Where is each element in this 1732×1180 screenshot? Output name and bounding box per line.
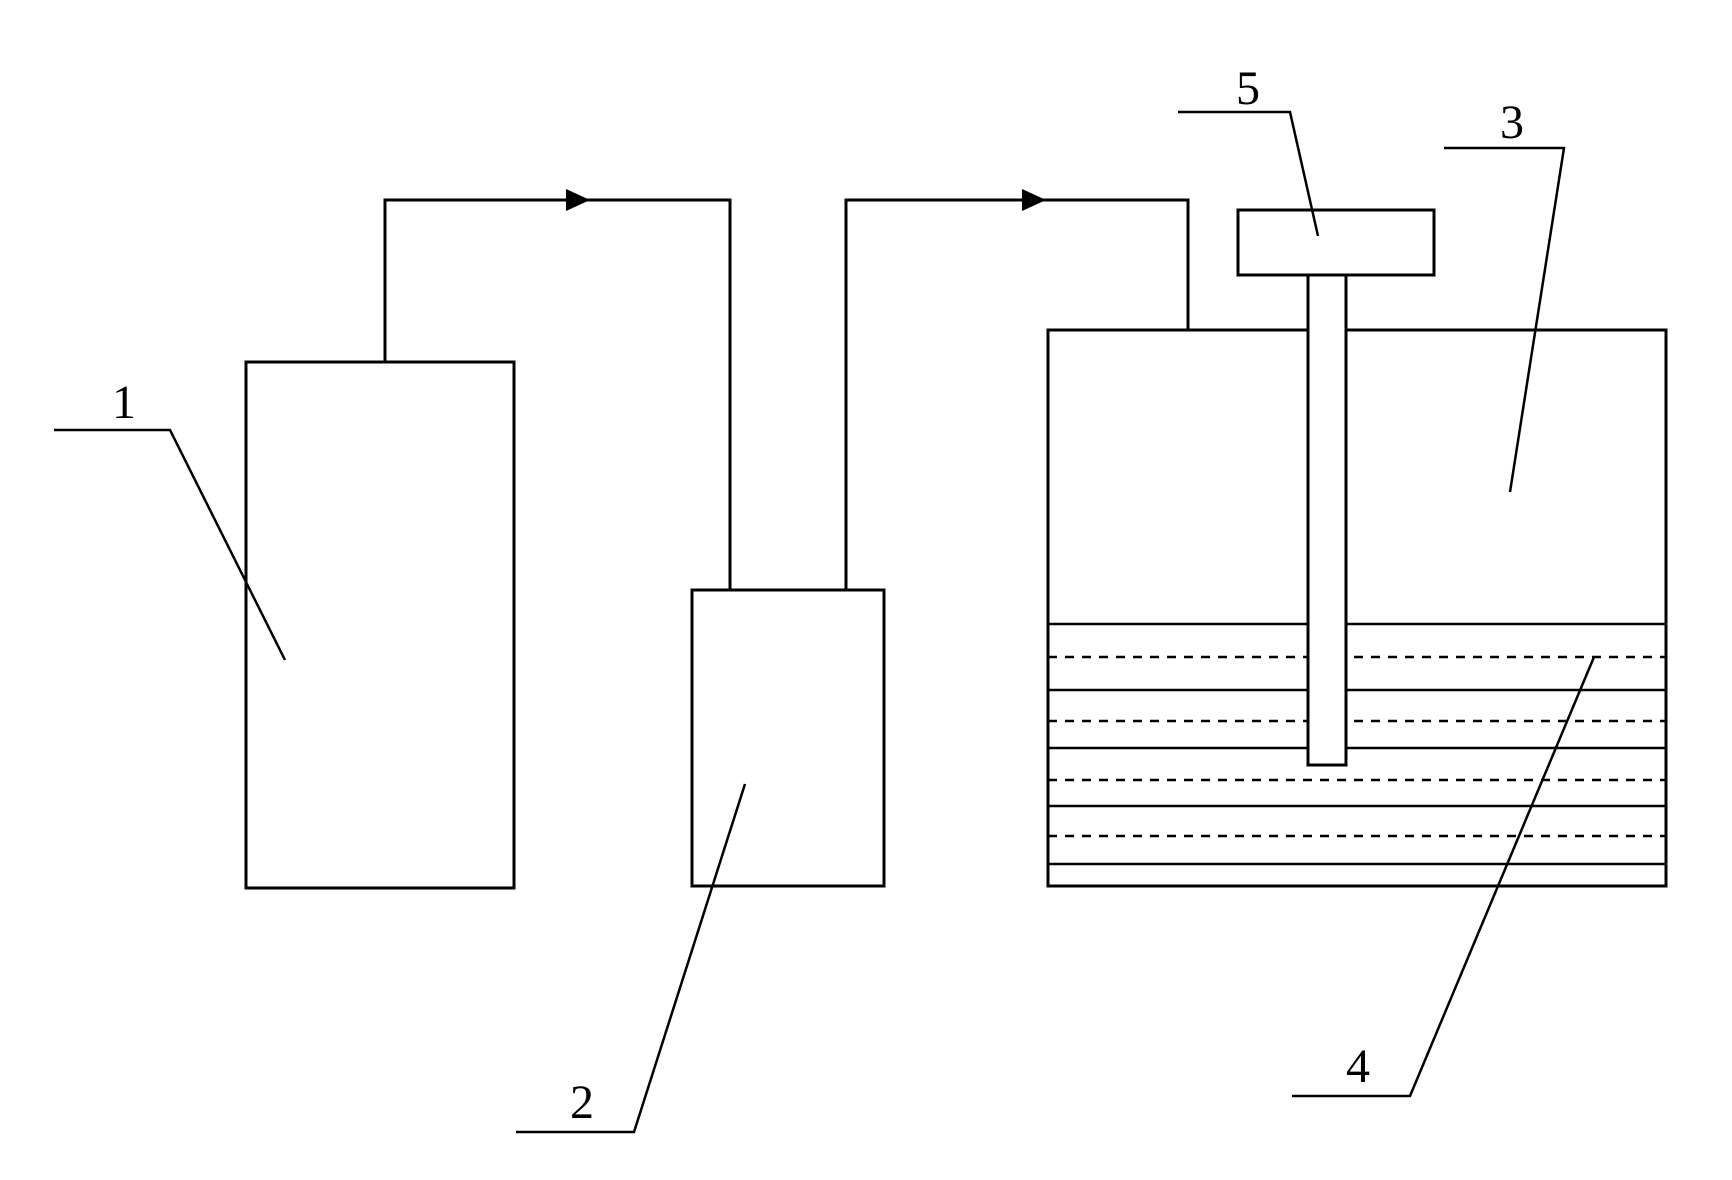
flow-arrow-2: [1022, 189, 1046, 211]
stirrer-motor-5: [1236, 208, 1436, 277]
layered-bed-4: [1048, 622, 1666, 866]
stirrer-shaft: [1306, 273, 1348, 767]
flow-arrow-1: [566, 189, 590, 211]
unit-2-box: [690, 588, 886, 888]
label-5: 5: [1236, 62, 1260, 115]
leader-line-3: [1444, 146, 1566, 493]
label-1: 1: [112, 376, 136, 429]
vessel-3: [1046, 328, 1668, 888]
label-3: 3: [1500, 96, 1524, 149]
label-2: 2: [570, 1076, 594, 1129]
unit-1-tank: [244, 360, 516, 890]
leader-line-4: [1292, 656, 1596, 1098]
leader-line-5: [1178, 110, 1320, 237]
leader-line-2: [516, 783, 747, 1134]
pipe-1-to-2: [383, 198, 732, 592]
label-4: 4: [1346, 1040, 1370, 1093]
leader-line-1: [54, 428, 287, 661]
